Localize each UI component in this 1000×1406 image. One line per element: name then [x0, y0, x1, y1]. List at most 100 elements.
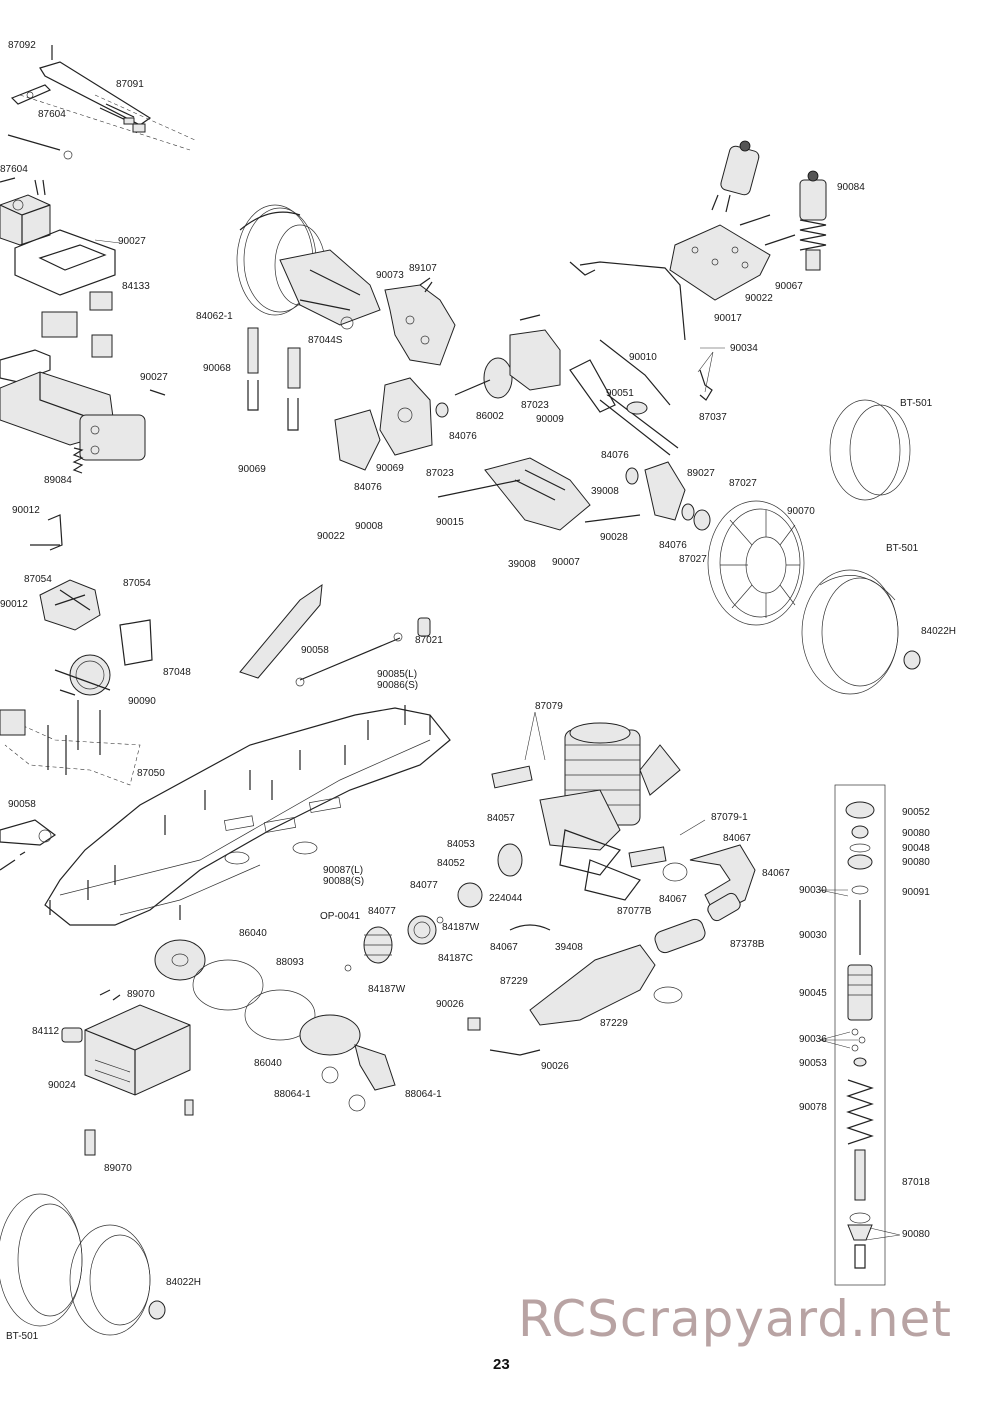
part-label-87079: 87079: [535, 701, 563, 712]
part-label-90080: 90080: [902, 828, 930, 839]
part-label-87027: 87027: [679, 554, 707, 565]
front-wheel: [707, 399, 921, 695]
part-label-87091: 87091: [116, 79, 144, 90]
part-label-87378b: 87378B: [730, 939, 765, 950]
part-label-90084: 90084: [837, 182, 865, 193]
part-label-84067: 84067: [490, 942, 518, 953]
part-label-90027: 90027: [118, 236, 146, 247]
part-label-87092: 87092: [8, 40, 36, 51]
part-label-89070: 89070: [127, 989, 155, 1000]
part-label-87021: 87021: [415, 635, 443, 646]
part-label-90080: 90080: [902, 857, 930, 868]
part-label-90048: 90048: [902, 843, 930, 854]
part-label-84062-1: 84062-1: [196, 311, 233, 322]
part-label-90070: 90070: [787, 506, 815, 517]
front-bulkhead: [334, 277, 561, 471]
part-label-90086s: 90086(S): [377, 680, 419, 691]
part-label-86002: 86002: [476, 411, 504, 422]
part-label-84187c: 84187C: [438, 953, 474, 964]
part-label-88093: 88093: [276, 957, 304, 968]
part-label-90015: 90015: [436, 517, 464, 528]
chassis-plate: [44, 705, 451, 926]
part-label-90087l: 90087(L): [323, 865, 364, 876]
part-label-90022: 90022: [317, 531, 345, 542]
shock-tower-rear: [569, 214, 796, 401]
part-label-87604: 87604: [0, 164, 28, 175]
part-label-84187w: 84187W: [442, 922, 480, 933]
radio-box: [61, 989, 194, 1156]
part-label-90090: 90090: [128, 696, 156, 707]
part-label-87037: 87037: [699, 412, 727, 423]
part-label-90080: 90080: [902, 1229, 930, 1240]
part-label-89070: 89070: [104, 1163, 132, 1174]
part-label-84077: 84077: [368, 906, 396, 917]
part-label-bt-501: BT-501: [6, 1331, 39, 1342]
part-label-90051: 90051: [606, 388, 634, 399]
part-label-87050: 87050: [137, 768, 165, 779]
part-label-90024: 90024: [48, 1080, 76, 1091]
part-label-84022h: 84022H: [921, 626, 957, 637]
part-label-90010: 90010: [629, 352, 657, 363]
left-tie-rod: [0, 819, 57, 871]
part-label-90007: 90007: [552, 557, 580, 568]
air-filter: [154, 939, 396, 1112]
part-label-90068: 90068: [203, 363, 231, 374]
rear-tire: [0, 1193, 166, 1336]
part-label-84076: 84076: [449, 431, 477, 442]
part-label-90088s: 90088(S): [323, 876, 365, 887]
part-label-84067: 84067: [723, 833, 751, 844]
part-label-39008: 39008: [591, 486, 619, 497]
part-label-87604: 87604: [38, 109, 66, 120]
part-label-90012: 90012: [12, 505, 40, 516]
part-label-84077: 84077: [410, 880, 438, 891]
exhaust-system: [467, 844, 756, 1056]
part-label-84076: 84076: [354, 482, 382, 493]
part-label-87077b: 87077B: [617, 906, 652, 917]
part-label-39408: 39408: [555, 942, 583, 953]
part-label-87027: 87027: [729, 478, 757, 489]
part-label-90012: 90012: [0, 599, 28, 610]
part-label-87023: 87023: [426, 468, 454, 479]
front-lower-arm: [437, 339, 711, 531]
part-label-84052: 84052: [437, 858, 465, 869]
part-label-84076: 84076: [659, 540, 687, 551]
part-label-87018: 87018: [902, 1177, 930, 1188]
part-label-87023: 87023: [521, 400, 549, 411]
part-label-90091: 90091: [902, 887, 930, 898]
part-label-84057: 84057: [487, 813, 515, 824]
center-diff-assembly: [0, 514, 153, 786]
part-label-90036: 90036: [799, 1034, 827, 1045]
part-label-90026: 90026: [541, 1061, 569, 1072]
part-label-90069: 90069: [376, 463, 404, 474]
part-label-86040: 86040: [239, 928, 267, 939]
front-suspension: [236, 204, 381, 431]
part-label-90030: 90030: [799, 885, 827, 896]
part-label-224044: 224044: [489, 893, 523, 904]
watermark: RCScrapyard.net: [518, 1290, 952, 1348]
part-label-84187w: 84187W: [368, 984, 406, 995]
brake-linkage: [239, 583, 431, 687]
part-label-90008: 90008: [355, 521, 383, 532]
shock-exploded-panel: [834, 784, 886, 1286]
page-number: 23: [493, 1356, 510, 1373]
part-label-87048: 87048: [163, 667, 191, 678]
part-label-90026: 90026: [436, 999, 464, 1010]
part-label-90069: 90069: [238, 464, 266, 475]
part-label-87229: 87229: [600, 1018, 628, 1029]
part-label-89107: 89107: [409, 263, 437, 274]
part-label-90078: 90078: [799, 1102, 827, 1113]
part-label-89084: 89084: [44, 475, 72, 486]
part-label-90034: 90034: [730, 343, 758, 354]
part-label-84067: 84067: [659, 894, 687, 905]
engine: [491, 722, 681, 901]
part-label-op-0041: OP-0041: [320, 911, 361, 922]
part-label-90027: 90027: [140, 372, 168, 383]
part-label-90085l: 90085(L): [377, 669, 418, 680]
part-label-89027: 89027: [687, 468, 715, 479]
part-label-90017: 90017: [714, 313, 742, 324]
part-label-90053: 90053: [799, 1058, 827, 1069]
part-label-88064-1: 88064-1: [274, 1089, 311, 1100]
part-label-86040: 86040: [254, 1058, 282, 1069]
part-label-90073: 90073: [376, 270, 404, 281]
